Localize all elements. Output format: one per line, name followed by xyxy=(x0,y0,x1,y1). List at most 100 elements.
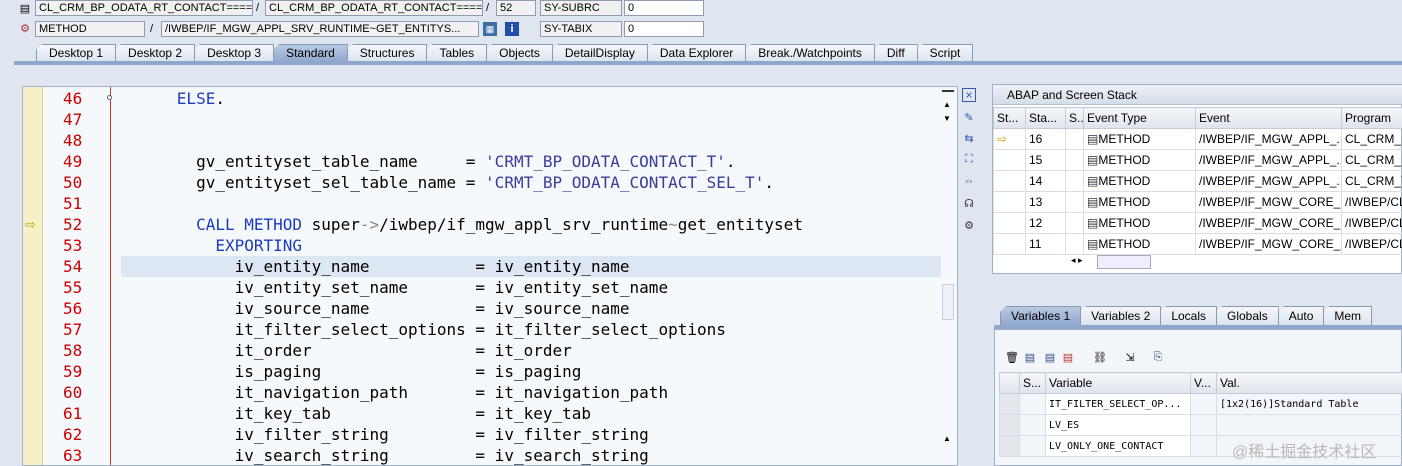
var-tab-mem[interactable]: Mem xyxy=(1323,306,1373,326)
variable-row[interactable]: LV_ONLY_ONE_CONTACT xyxy=(999,435,1402,457)
variable-name[interactable]: LV_ONLY_ONE_CONTACT xyxy=(1045,435,1191,457)
type-field[interactable]: METHOD xyxy=(35,21,145,37)
line-field[interactable]: 52 xyxy=(496,0,536,16)
stack-row[interactable]: 13▤METHOD/IWBEP/IF_MGW_CORE_.../IWBEP/CL… xyxy=(993,191,1402,213)
code-line[interactable]: 51 xyxy=(23,193,957,214)
variable-row[interactable]: LV_ES xyxy=(999,414,1402,436)
variable-name[interactable]: IT_FILTER_SELECT_OP... xyxy=(1045,393,1191,415)
stack-col-header[interactable]: Event Type xyxy=(1083,107,1196,129)
export-icon[interactable]: ▤ xyxy=(1062,351,1074,364)
method-field[interactable]: /IWBEP/IF_MGW_APPL_SRV_RUNTIME~GET_ENTIT… xyxy=(161,21,479,37)
variable-row[interactable]: IT_FILTER_SELECT_OP... [1x2(16)]Standard … xyxy=(999,393,1402,415)
stack-row[interactable]: 11▤METHOD/IWBEP/IF_MGW_CORE_.../IWBEP/CL… xyxy=(993,233,1402,255)
stack-row[interactable]: 14▤METHOD/IWBEP/IF_MGW_APPL_...CL_CRM_TA xyxy=(993,170,1402,192)
code-line[interactable]: 55 iv_entity_set_name = iv_entity_set_na… xyxy=(23,277,957,298)
code-line[interactable]: 58 it_order = it_order xyxy=(23,340,957,361)
row-selector-header[interactable] xyxy=(999,372,1020,394)
variable-value[interactable] xyxy=(1216,435,1402,457)
scroll-up-icon[interactable]: ▲ xyxy=(943,100,951,109)
breakpoint-gutter[interactable] xyxy=(23,87,43,465)
stack-col-header[interactable]: Program xyxy=(1341,107,1402,129)
stack-row[interactable]: 12▤METHOD/IWBEP/IF_MGW_CORE_.../IWBEP/CL… xyxy=(993,212,1402,234)
code-line[interactable]: 57 it_filter_select_options = it_filter_… xyxy=(23,319,957,340)
row-selector[interactable] xyxy=(999,435,1020,457)
new-tool-icon[interactable]: ✎ xyxy=(964,111,974,124)
hierarchy-icon[interactable]: ⛓ xyxy=(1093,351,1107,364)
tab-desktop-3[interactable]: Desktop 3 xyxy=(194,44,275,62)
row-selector[interactable] xyxy=(999,393,1020,415)
swap-tool-icon[interactable]: ⇆ xyxy=(964,132,974,145)
save-icon[interactable]: ▤ xyxy=(1044,351,1056,364)
variable-name[interactable]: LV_ES xyxy=(1045,414,1191,436)
variable-value[interactable]: [1x2(16)]Standard Table xyxy=(1216,393,1402,415)
stack-col-header[interactable]: Event xyxy=(1195,107,1342,129)
scroll-top-icon[interactable] xyxy=(942,90,954,92)
sysfield-2[interactable]: SY-TABIX xyxy=(540,21,622,37)
sysfield-1[interactable]: SY-SUBRC xyxy=(540,0,622,16)
var-tab-auto[interactable]: Auto xyxy=(1277,306,1325,326)
stack-col-header[interactable]: S... xyxy=(1065,107,1084,129)
var-tab-variables-2[interactable]: Variables 2 xyxy=(1080,306,1162,326)
stack-hscroll[interactable] xyxy=(1097,255,1151,269)
sysvalue-2[interactable]: 0 xyxy=(624,21,704,37)
code-line[interactable]: 61 it_key_tab = it_key_tab xyxy=(23,403,957,424)
editor-scrollbar[interactable]: ▲ ▼ ▲ xyxy=(940,88,956,466)
include-field[interactable]: CL_CRM_BP_ODATA_RT_CONTACT====... xyxy=(265,0,483,16)
code-line[interactable]: 62 iv_filter_string = iv_filter_string xyxy=(23,424,957,445)
var-col-header[interactable]: Val. xyxy=(1216,372,1402,394)
row-selector[interactable] xyxy=(999,414,1020,436)
tab-objects[interactable]: Objects xyxy=(486,44,553,62)
structure-icon[interactable]: ⇲ xyxy=(1125,351,1135,364)
tab-desktop-2[interactable]: Desktop 2 xyxy=(115,44,196,62)
var-tab-variables-1[interactable]: Variables 1 xyxy=(1000,306,1082,326)
code-line[interactable]: 49 gv_entityset_table_name = 'CRMT_BP_OD… xyxy=(23,151,957,172)
code-line[interactable]: 47 xyxy=(23,109,957,130)
scroll-thumb[interactable] xyxy=(942,284,954,320)
code-line[interactable]: 54 iv_entity_name = iv_entity_name xyxy=(63,256,941,277)
delete-icon[interactable]: 🗑 xyxy=(1005,351,1019,364)
stack-col-header[interactable]: St... xyxy=(993,107,1026,129)
code-line[interactable]: 52 CALL METHOD super->/iwbep/if_mgw_appl… xyxy=(23,214,957,235)
tab-data-explorer[interactable]: Data Explorer xyxy=(646,44,747,62)
fold-marker-icon[interactable] xyxy=(107,95,112,100)
var-col-header[interactable]: Variable xyxy=(1045,372,1191,394)
code-line[interactable]: 48 xyxy=(23,130,957,151)
tab-structures[interactable]: Structures xyxy=(346,44,428,62)
var-tab-locals[interactable]: Locals xyxy=(1160,306,1217,326)
stack-row[interactable]: ⇨16▤METHOD/IWBEP/IF_MGW_APPL_...CL_CRM_B… xyxy=(993,128,1402,150)
code-line[interactable]: 63 iv_search_string = iv_search_string xyxy=(23,445,957,465)
code-line[interactable]: 59 is_paging = is_paging xyxy=(23,361,957,382)
services-icon[interactable]: ☊ xyxy=(964,197,974,210)
tab-break-watchpoints[interactable]: Break./Watchpoints xyxy=(745,44,875,62)
maximize-icon[interactable]: ⛶ xyxy=(965,152,973,165)
code-line[interactable]: 50 gv_entityset_sel_table_name = 'CRMT_B… xyxy=(23,172,957,193)
display-icon[interactable]: ▦ xyxy=(483,22,497,36)
sysvalue-1[interactable]: 0 xyxy=(624,0,704,16)
scroll-up2-icon[interactable]: ▲ xyxy=(943,434,951,443)
load-icon[interactable]: ▤ xyxy=(1024,351,1036,364)
scroll-down-icon[interactable]: ▼ xyxy=(943,114,951,123)
code-line[interactable]: 60 it_navigation_path = it_navigation_pa… xyxy=(23,382,957,403)
tab-tables[interactable]: Tables xyxy=(426,44,488,62)
variable-value[interactable] xyxy=(1216,414,1402,436)
tab-desktop-1[interactable]: Desktop 1 xyxy=(36,44,117,62)
close-icon[interactable]: × xyxy=(962,88,976,102)
stack-row[interactable]: 15▤METHOD/IWBEP/IF_MGW_APPL_...CL_CRM_BP xyxy=(993,149,1402,171)
var-col-header[interactable]: V... xyxy=(1190,372,1217,394)
tab-diff[interactable]: Diff xyxy=(873,44,918,62)
tab-detaildisplay[interactable]: DetailDisplay xyxy=(551,44,648,62)
tab-script[interactable]: Script xyxy=(916,44,974,62)
info-icon[interactable]: i xyxy=(505,22,519,36)
var-col-header[interactable]: S... xyxy=(1019,372,1046,394)
scroll-left-icon[interactable]: ◂ ▸ xyxy=(1071,255,1083,265)
tab-standard[interactable]: Standard xyxy=(273,44,348,62)
var-tab-globals[interactable]: Globals xyxy=(1216,306,1279,326)
program-field[interactable]: CL_CRM_BP_ODATA_RT_CONTACT====... xyxy=(35,0,253,16)
code-line[interactable]: 46 ELSE. xyxy=(23,88,957,109)
code-line[interactable]: 56 iv_source_name = iv_source_name xyxy=(23,298,957,319)
find-icon[interactable]: ⎘ xyxy=(1153,350,1163,363)
settings-icon[interactable]: ⚙ xyxy=(964,219,974,232)
expand-icon[interactable]: ⇔ xyxy=(963,175,975,187)
stack-col-header[interactable]: Sta... xyxy=(1025,107,1066,129)
